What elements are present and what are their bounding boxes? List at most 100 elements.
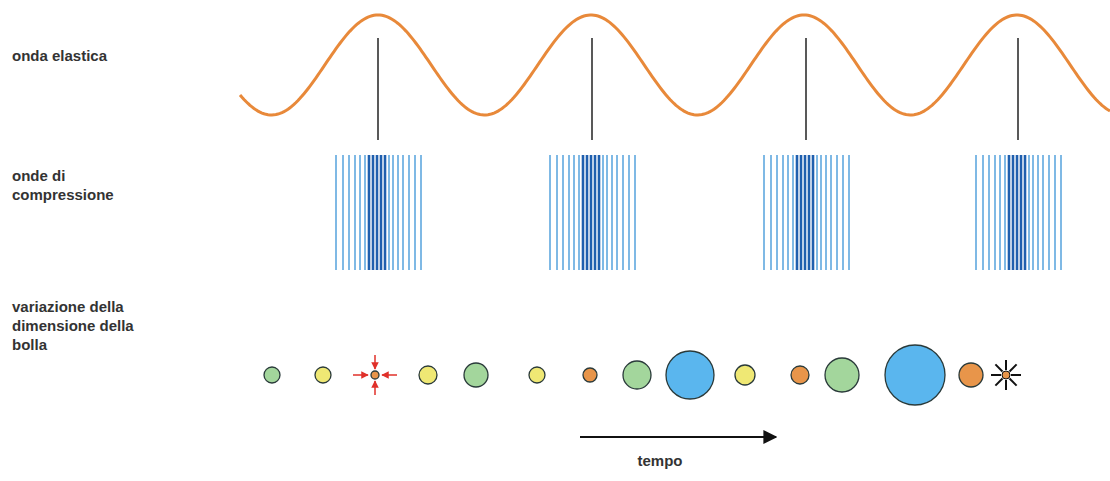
compression-stripe [812, 155, 815, 270]
star-core [1002, 371, 1010, 379]
star-ray [995, 364, 1002, 371]
bubble [825, 358, 859, 392]
compression-stripe [414, 155, 416, 270]
compression-stripe [825, 155, 827, 270]
peak-marker [805, 38, 807, 140]
compression-stripe [782, 155, 784, 270]
compression-stripe [982, 155, 984, 270]
compression-stripe [342, 155, 344, 270]
compression-stripe [335, 155, 337, 270]
compression-stripe [611, 155, 613, 270]
compression-stripe [578, 155, 580, 270]
compression-stripe [830, 155, 832, 270]
compression-stripe [1042, 155, 1044, 270]
bubble [959, 363, 983, 387]
star-ray [1010, 379, 1017, 386]
bubble [791, 366, 809, 384]
bubble [464, 363, 488, 387]
compression-stripe [787, 155, 789, 270]
bubble [264, 367, 280, 383]
compression-stripe [994, 155, 996, 270]
star-ray [1005, 380, 1007, 390]
compression-stripe [397, 155, 399, 270]
compression-stripe [549, 155, 551, 270]
compression-stripe [999, 155, 1001, 270]
compression-stripe [376, 155, 379, 270]
compression-stripe [988, 155, 990, 270]
compression-stripe [568, 155, 570, 270]
compression-stripe [380, 155, 383, 270]
bubble [583, 368, 597, 382]
compression-stripe [808, 155, 811, 270]
compression-stripe [594, 155, 597, 270]
compression-stripe [354, 155, 356, 270]
compression-stripe [556, 155, 558, 270]
bubble [529, 367, 545, 383]
compression-stripe [800, 155, 803, 270]
row-label: onde di compressione [12, 166, 130, 204]
compression-stripe [1054, 155, 1056, 270]
bubble [885, 345, 945, 405]
compression-stripe [634, 155, 636, 270]
compression-stripe [408, 155, 410, 270]
compression-stripe [348, 155, 350, 270]
compression-stripe [792, 155, 794, 270]
time-arrow [580, 436, 776, 438]
compression-stripe [1016, 155, 1019, 270]
star-ray [1010, 364, 1017, 371]
peak-marker [591, 38, 593, 140]
axis-label: tempo [620, 451, 700, 470]
compression-stripe [562, 155, 564, 270]
bubble [735, 365, 755, 385]
compression-stripe [616, 155, 618, 270]
compression-stripe [848, 155, 850, 270]
compression-stripe [1012, 155, 1015, 270]
compression-stripe [804, 155, 807, 270]
compression-wave [976, 155, 1061, 270]
compression-stripe [388, 155, 390, 270]
compression-stripe [392, 155, 394, 270]
compression-stripe [1020, 155, 1023, 270]
compression-stripe [586, 155, 589, 270]
compression-stripe [1060, 155, 1062, 270]
implosion-star [991, 360, 1021, 390]
row-label: variazione della dimensione della bolla [12, 297, 138, 354]
bubble [371, 371, 379, 379]
compression-stripe [420, 155, 422, 270]
compression-stripe [1048, 155, 1050, 270]
compression-stripe [816, 155, 818, 270]
compression-stripe [582, 155, 585, 270]
bubble [623, 361, 651, 389]
compression-arrow [353, 374, 368, 376]
compression-stripe [602, 155, 604, 270]
star-ray [1005, 360, 1007, 370]
compression-stripe [820, 155, 822, 270]
compression-stripe [776, 155, 778, 270]
compression-arrow [374, 355, 376, 369]
star-ray [991, 374, 1001, 376]
compression-stripe [836, 155, 838, 270]
compression-stripe [796, 155, 799, 270]
compression-stripe [402, 155, 404, 270]
compression-stripe [573, 155, 575, 270]
compression-stripe [770, 155, 772, 270]
bubble [666, 351, 714, 399]
star-ray [995, 379, 1002, 386]
compression-arrow [382, 374, 397, 376]
compression-stripe [975, 155, 977, 270]
compression-stripe [384, 155, 387, 270]
compression-stripe [606, 155, 608, 270]
compression-stripe [372, 155, 375, 270]
peak-marker [1017, 38, 1019, 140]
compression-stripe [842, 155, 844, 270]
compression-stripe [622, 155, 624, 270]
compression-arrow [374, 381, 376, 395]
compression-stripe [368, 155, 371, 270]
compression-stripe [1032, 155, 1034, 270]
compression-wave [550, 155, 635, 270]
star-ray [1011, 374, 1021, 376]
peak-marker [377, 38, 379, 140]
compression-stripe [763, 155, 765, 270]
